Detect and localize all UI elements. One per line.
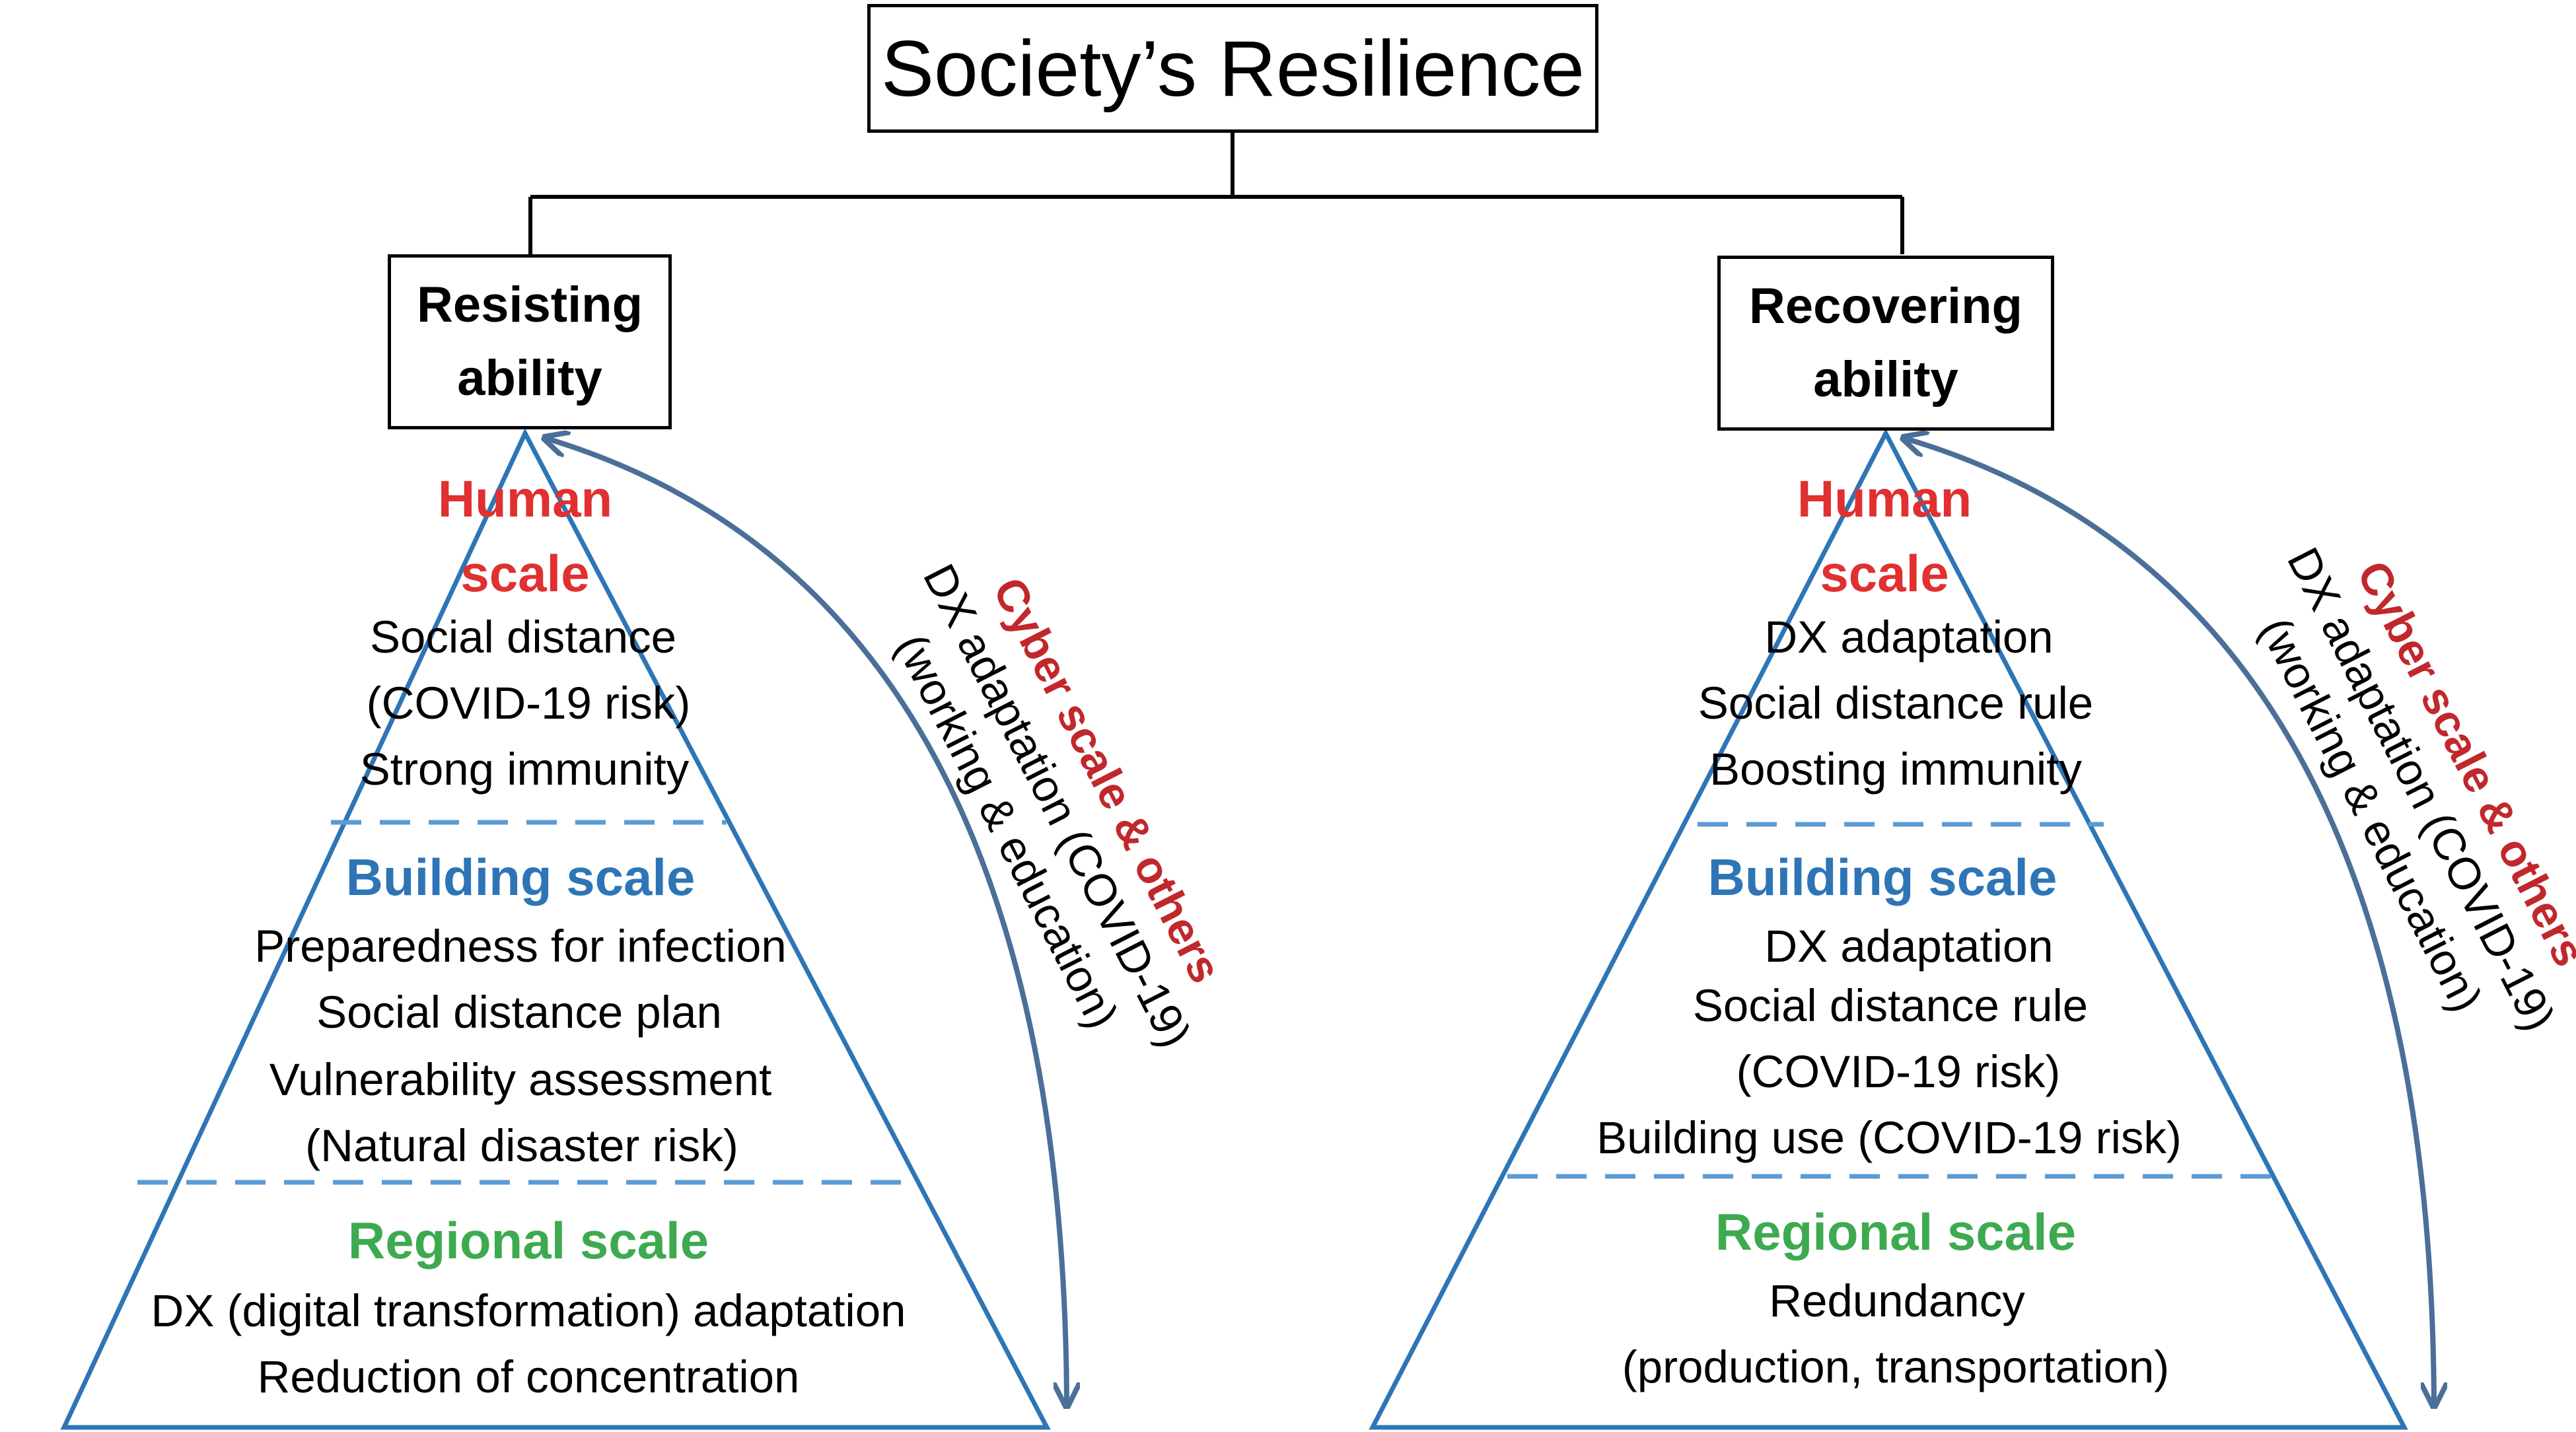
left-building-item-1: Preparedness for infection xyxy=(254,921,787,972)
right-human-item-2: Social distance rule xyxy=(1698,678,2094,729)
right-building-scale-label: Building scale xyxy=(1707,848,2057,906)
recovering-title-line2: ability xyxy=(1813,351,1958,408)
root-box: Society’s Resilience xyxy=(867,4,1598,133)
right-human-item-1: DX adaptation xyxy=(1764,612,2054,662)
left-building-scale-label: Building scale xyxy=(345,848,696,906)
resisting-title-line2: ability xyxy=(457,349,602,406)
right-building-item-2: Social distance rule xyxy=(1692,980,2089,1031)
recovering-ability-box: Recovering ability xyxy=(1717,256,2054,431)
left-regional-scale-label: Regional scale xyxy=(347,1211,709,1270)
left-building-item-4: (Natural disaster risk) xyxy=(305,1120,738,1171)
tree-connectors xyxy=(528,131,1904,254)
root-title: Society’s Resilience xyxy=(881,24,1585,113)
left-scale-span-arrow xyxy=(547,439,1067,1404)
left-regional-item-1: DX (digital transformation) adaptation xyxy=(151,1285,906,1336)
right-human-item-3: Boosting immunity xyxy=(1709,744,2082,795)
recovering-title-line1: Recovering xyxy=(1749,278,2022,335)
left-human-scale-label-line1: Human xyxy=(437,470,613,528)
right-regional-item-1: Redundancy xyxy=(1769,1275,2025,1326)
right-human-scale-label-line1: Human xyxy=(1797,470,1972,528)
right-regional-scale-label: Regional scale xyxy=(1715,1203,2077,1261)
right-building-item-4: Building use (COVID-19 risk) xyxy=(1596,1112,2182,1163)
left-regional-item-2: Reduction of concentration xyxy=(257,1351,800,1402)
right-human-scale-label-line2: scale xyxy=(1820,544,1949,602)
left-human-item-3: Strong immunity xyxy=(359,744,690,795)
left-human-item-1: Social distance xyxy=(369,612,677,662)
left-human-scale-label-line2: scale xyxy=(460,544,590,602)
left-building-item-2: Social distance plan xyxy=(316,987,722,1038)
left-building-item-3: Vulnerability assessment xyxy=(269,1054,772,1105)
right-building-item-3: (COVID-19 risk) xyxy=(1736,1046,2061,1097)
left-human-item-2: (COVID-19 risk) xyxy=(366,678,691,729)
resisting-title-line1: Resisting xyxy=(416,277,643,334)
right-regional-item-2: (production, transportation) xyxy=(1622,1342,2170,1392)
right-building-item-1: DX adaptation xyxy=(1764,921,2054,972)
resisting-ability-box: Resisting ability xyxy=(388,254,672,429)
right-scale-span-arrow xyxy=(1906,439,2434,1404)
